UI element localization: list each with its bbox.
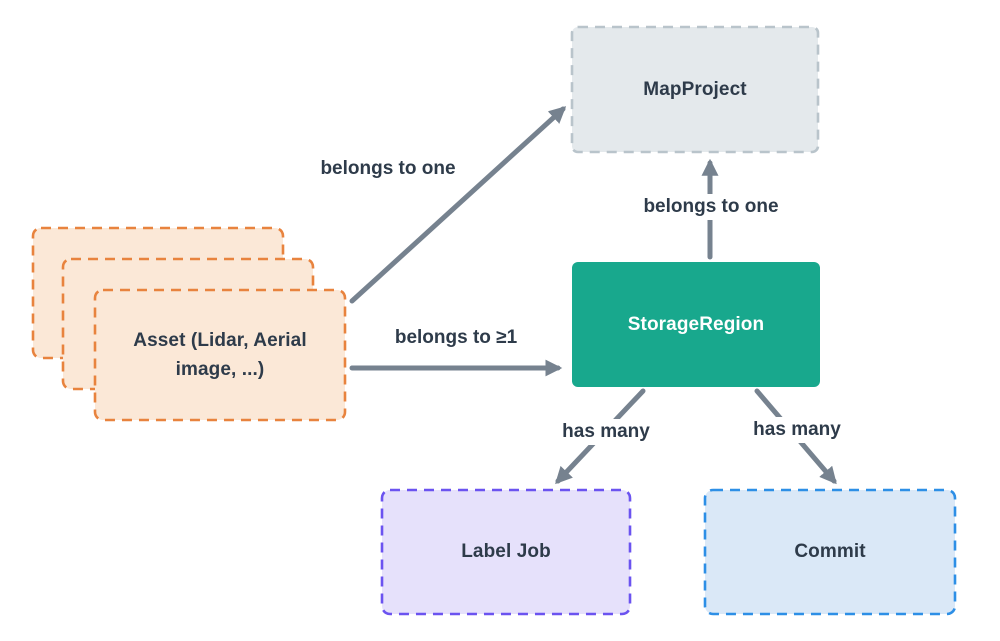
node-asset-label: Asset (Lidar, Aerial image, ...) (133, 329, 307, 380)
node-commit-label: Commit (794, 541, 866, 563)
edge-label-storage-region-to-map-project: belongs to one (636, 194, 786, 220)
node-storage-region-label: StorageRegion (627, 313, 765, 335)
edge-label-asset-to-storage-region: belongs to ≥1 (387, 325, 525, 351)
node-storage-region-box (572, 262, 820, 387)
node-label-job-box (380, 488, 632, 616)
edge-label-storage-region-to-label-job: has many (555, 419, 657, 445)
edge-label-asset-to-map-project: belongs to one (313, 156, 463, 182)
edge-label-storage-region-to-commit: has many (746, 417, 848, 443)
edge-asset-to-map-project (349, 106, 567, 304)
node-map-project-label: MapProject (643, 78, 747, 100)
node-map-project-box (570, 25, 820, 154)
node-commit-box (703, 488, 957, 616)
asset-card-front (93, 288, 347, 422)
node-label-job-label: Label Job (461, 541, 551, 563)
